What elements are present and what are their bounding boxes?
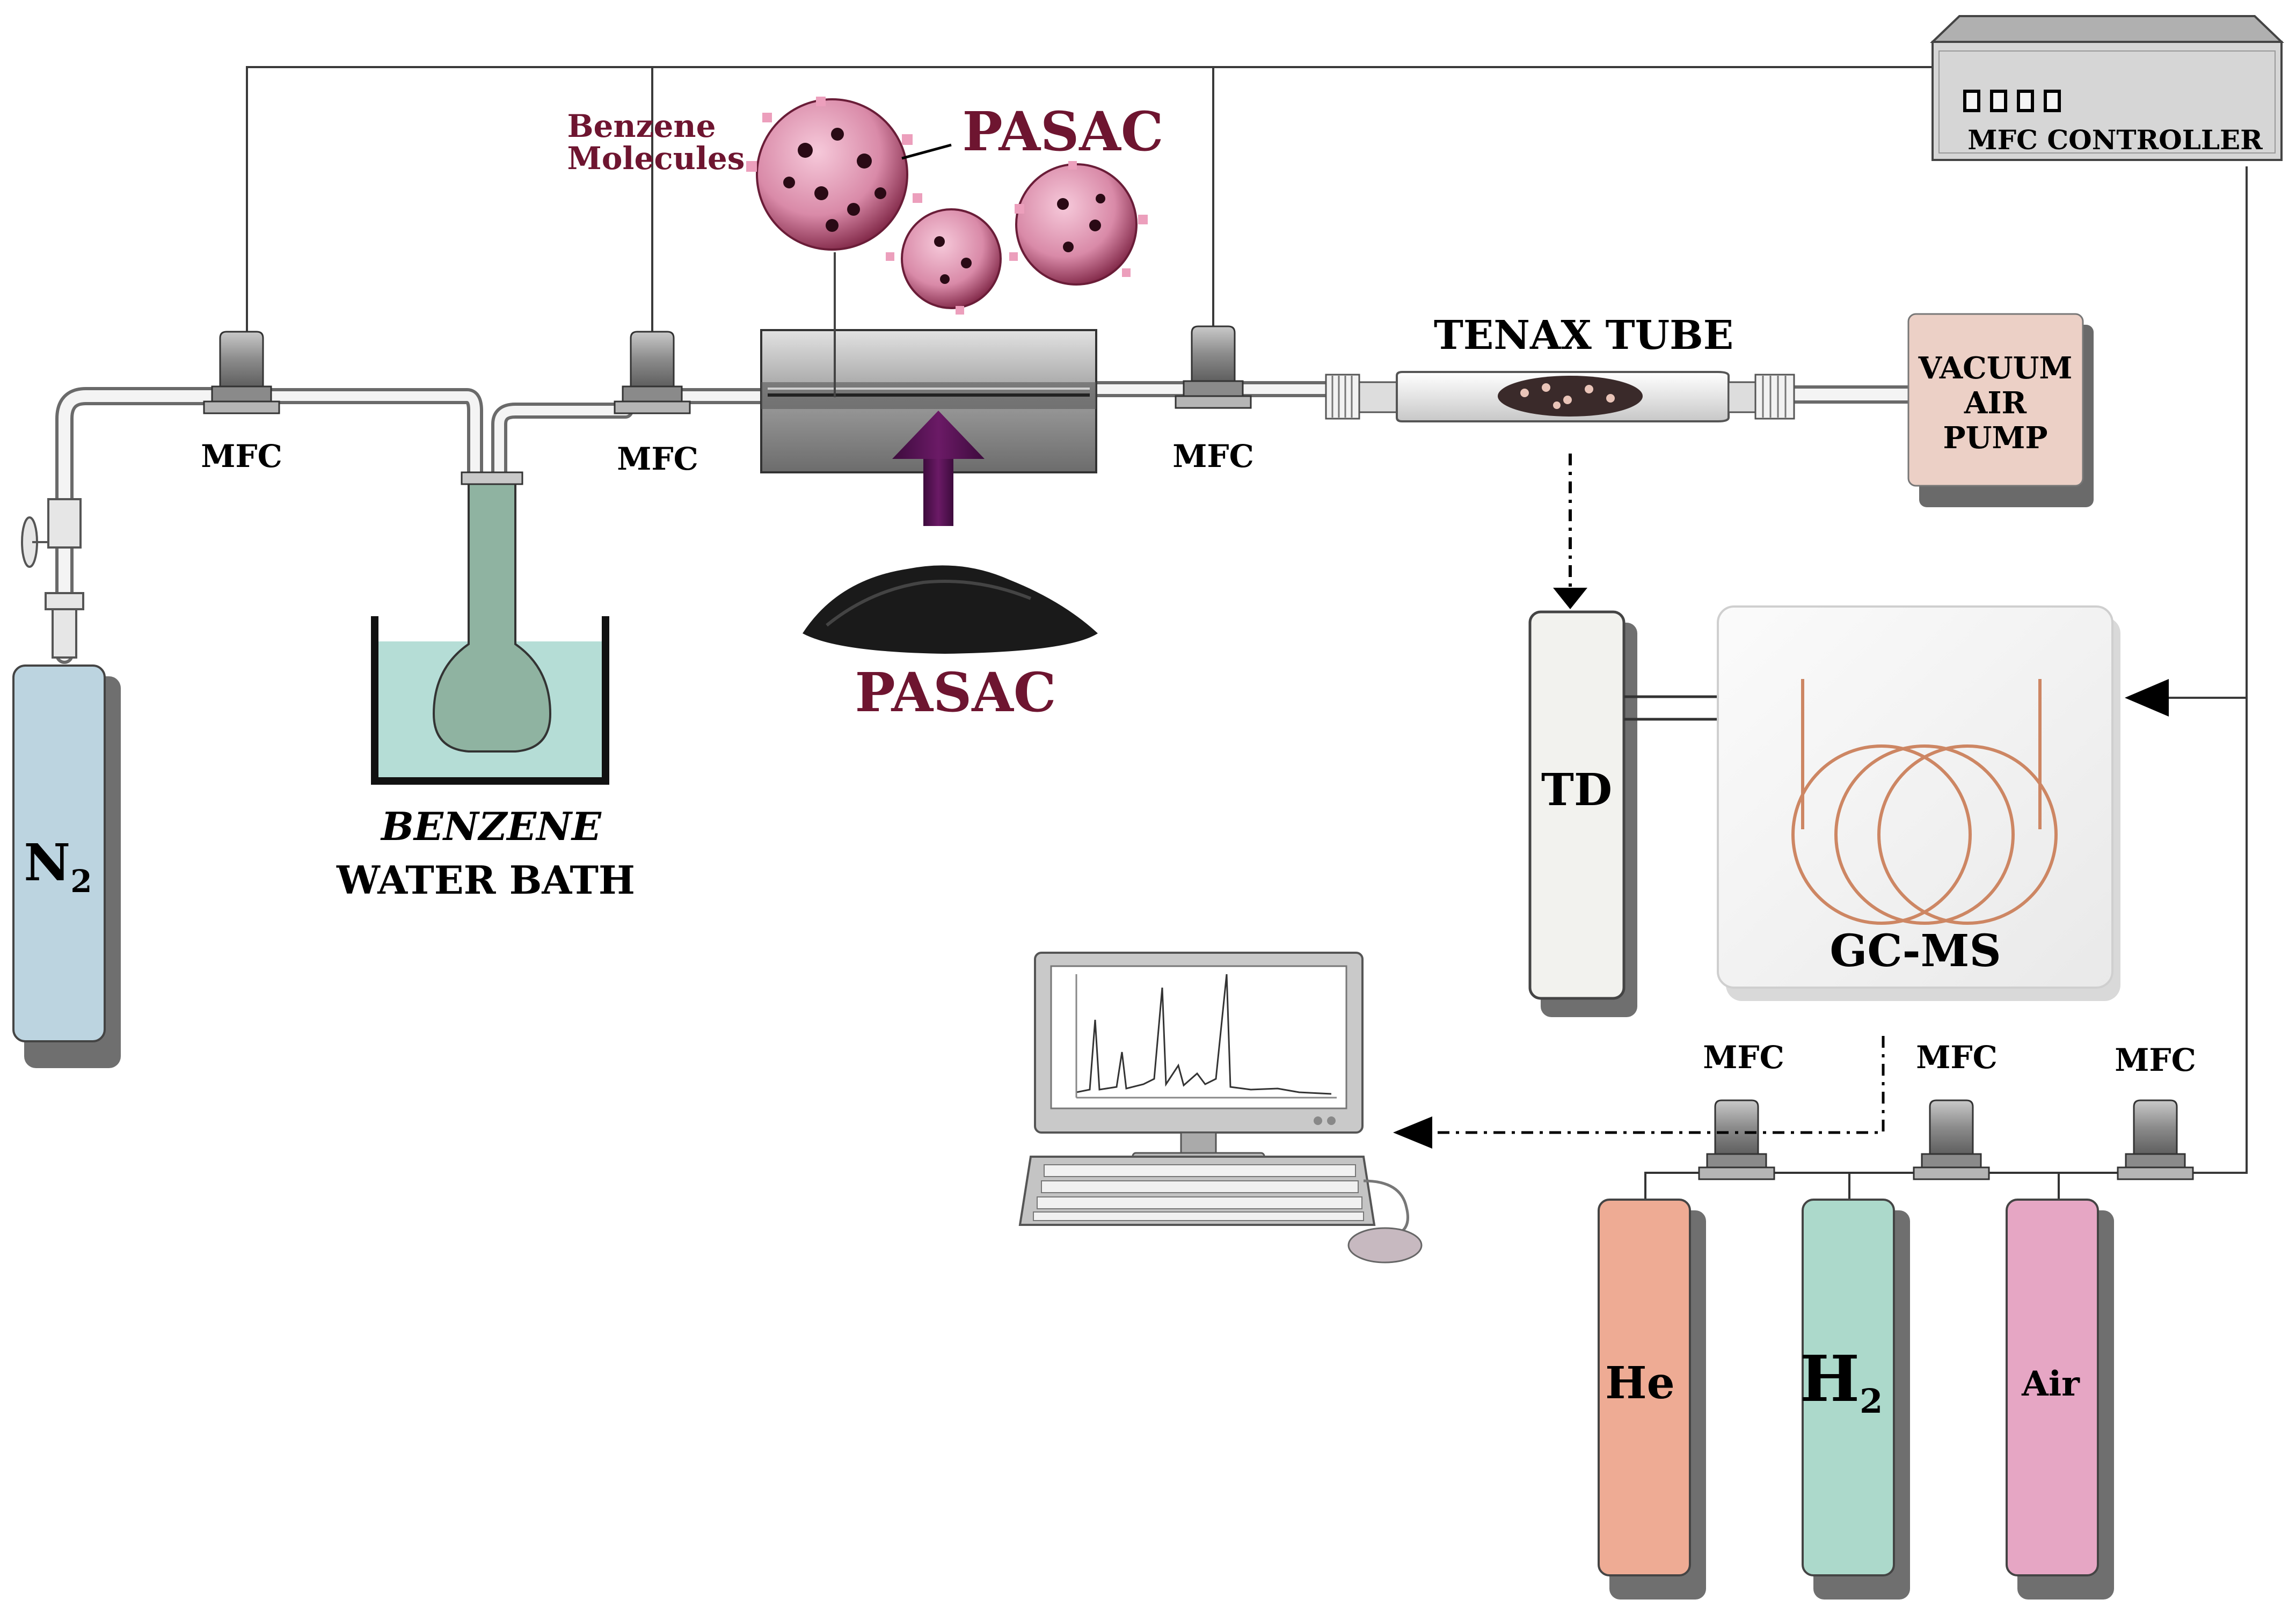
mfc-left-label: MFC (201, 438, 282, 474)
n2-cylinder: N2 (12, 664, 121, 1068)
pump-label-line2: AIR (1964, 385, 2027, 421)
mfc-air-label: MFC (2115, 1042, 2196, 1078)
n2-cylinder-label: N2 (24, 833, 92, 900)
mfc-he-label: MFC (1703, 1039, 1784, 1076)
mfc-left: MFC (201, 331, 282, 474)
pasac-powder-pile (803, 565, 1098, 654)
air-cylinder: Air (2006, 1199, 2114, 1600)
bath-subtitle: WATER BATH (336, 857, 635, 903)
mfc-middle: MFC (614, 331, 698, 477)
mfc-controller-label: MFC CONTROLLER (1967, 124, 2263, 156)
data-acquisition-computer (1018, 952, 1423, 1264)
mfc-h2: MFC (1913, 1039, 1998, 1180)
td-label: TD (1541, 764, 1612, 816)
pasac-particles (746, 97, 1148, 315)
h2-cylinder: H2 (1800, 1199, 1910, 1600)
vacuum-air-pump: VACUUM AIR PUMP (1907, 313, 2094, 507)
benzene-molecules-label-1: Benzene (567, 108, 716, 144)
pasac-top-pointer (901, 143, 952, 160)
pump-label-line3: PUMP (1943, 420, 2047, 456)
sample-transfer-arrow (1553, 454, 1587, 609)
monitor-screen (1050, 965, 1347, 1109)
he-cylinder: He (1598, 1199, 1706, 1600)
he-cylinder-body (1598, 1199, 1691, 1576)
h2-cylinder-label: H2 (1800, 1341, 1883, 1421)
air-cylinder-body (2006, 1199, 2099, 1576)
air-cylinder-label: Air (2021, 1364, 2080, 1404)
mfc-right: MFC (1172, 325, 1254, 474)
n2-formula-main: N (24, 833, 70, 893)
pasac-bottom-label: PASAC (855, 661, 1056, 724)
chromatogram-trace (1075, 974, 1337, 1099)
gas-piping (55, 381, 1918, 664)
mfc-right-label: MFC (1172, 438, 1254, 474)
controller-wiring (246, 66, 2248, 1174)
h2-formula-subscript: 2 (1860, 1382, 1883, 1421)
pump-label-line1: VACUUM (1918, 350, 2073, 386)
tenax-tube-label: TENAX TUBE (1434, 312, 1733, 359)
he-cylinder-label: He (1605, 1357, 1675, 1409)
n2-valve (21, 498, 84, 659)
gc-ms-label: GC-MS (1829, 925, 2001, 977)
mfc-middle-label: MFC (617, 441, 698, 477)
adsorption-furnace (760, 329, 1097, 473)
benzene-molecules-label-2: Molecules (567, 140, 745, 177)
benzene-water-bath: BENZENE WATER BATH (336, 471, 635, 903)
mfc-h2-label: MFC (1916, 1039, 1998, 1076)
h2-cylinder-body (1802, 1199, 1895, 1576)
thermal-desorber: TD (1528, 610, 1637, 1017)
mfc-air: MFC (2115, 1042, 2196, 1180)
td-gcms-connection (1624, 695, 1718, 721)
mfc-he: MFC (1698, 1039, 1784, 1180)
mfc-controller: MFC CONTROLLER (1930, 15, 2284, 161)
h2-formula-main: H (1800, 1341, 1860, 1416)
bath-title: BENZENE (380, 804, 602, 849)
pasac-top-label: PASAC (963, 100, 1164, 163)
gc-column-coil (1791, 679, 2058, 925)
n2-cylinder-body (12, 664, 106, 1042)
gc-ms-instrument: GC-MS (1717, 605, 2120, 1001)
n2-formula-subscript: 2 (70, 863, 92, 900)
mouse (1347, 1227, 1423, 1264)
arrow-to-gcms (2125, 679, 2169, 717)
heat-arrow (892, 411, 985, 526)
tenax-tube: TENAX TUBE (1325, 312, 1795, 422)
data-signal-line (1393, 1036, 1885, 1149)
